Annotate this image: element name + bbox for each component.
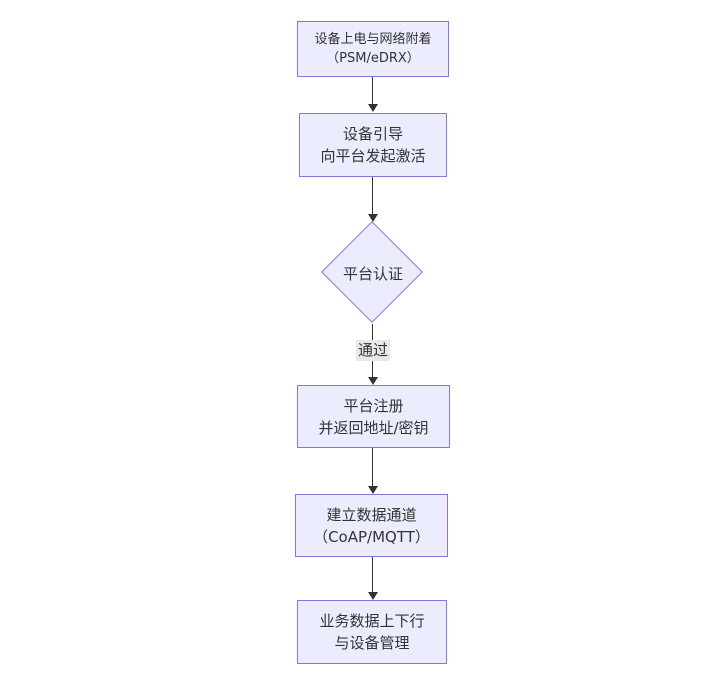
arrowhead-icon [368,592,378,600]
node-text-line: 与设备管理 [334,634,410,652]
edge-line [372,177,373,215]
arrowhead-icon [368,486,378,494]
node-text-line: 业务数据上下行 [319,612,425,630]
node-text-line: （CoAP/MQTT） [313,527,430,546]
edge-line [372,557,373,593]
node-business-data: 业务数据上下行 与设备管理 [297,600,447,664]
node-text-line: （PSM/eDRX） [326,51,420,66]
node-text-line: 设备引导 [342,125,403,143]
node-data-channel: 建立数据通道 （CoAP/MQTT） [295,494,448,557]
node-text-line: 平台认证 [342,264,403,283]
node-text-line: 设备上电与网络附着 [314,32,432,47]
edge-line [372,448,373,486]
node-device-power-attach: 设备上电与网络附着 （PSM/eDRX） [297,21,449,77]
arrowhead-icon [368,214,378,222]
node-text-line: 并返回地址/密钥 [318,418,429,437]
node-text-line: 建立数据通道 [326,505,417,524]
node-platform-register: 平台注册 并返回地址/密钥 [297,385,450,448]
edge-label-pass: 通过 [355,340,391,361]
arrowhead-icon [368,104,378,112]
edge-line [372,77,373,105]
node-text-line: 向平台发起激活 [320,147,426,165]
node-device-bootstrap: 设备引导 向平台发起激活 [299,113,447,177]
node-text-line: 平台注册 [343,396,404,415]
arrowhead-icon [368,377,378,385]
node-platform-auth: 平台认证 [321,221,424,324]
